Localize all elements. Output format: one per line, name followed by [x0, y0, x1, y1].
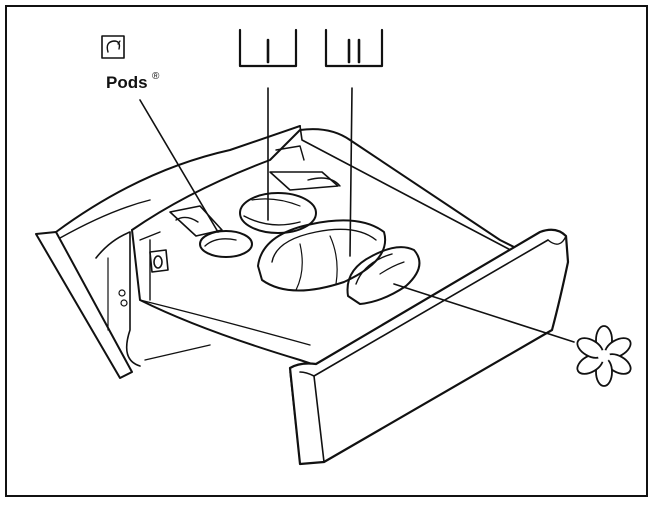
prewash-compartment	[239, 192, 317, 234]
main-wash-compartment	[257, 219, 387, 292]
pods-label: Pods	[106, 73, 148, 92]
roman-one-icon	[238, 28, 298, 68]
flower-icon	[576, 325, 632, 387]
registered-mark: ®	[152, 71, 160, 82]
pods-icon	[101, 35, 125, 59]
softener-compartment	[346, 246, 421, 305]
pods-compartment	[169, 205, 253, 258]
drawer-front-panel	[288, 228, 570, 466]
leader-lines	[139, 87, 575, 343]
drawer-body	[35, 125, 521, 379]
roman-two-icon	[324, 28, 384, 68]
back-pockets	[269, 145, 341, 191]
